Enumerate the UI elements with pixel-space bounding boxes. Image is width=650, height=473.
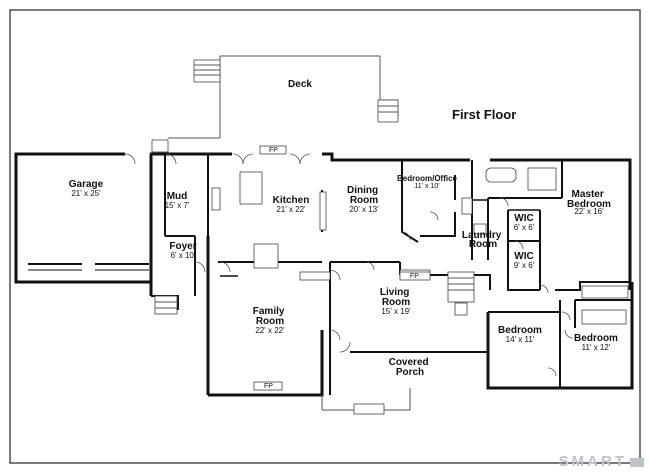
bedroom2-label: Bedroom (498, 325, 542, 336)
wic1-size: 6' x 6' (514, 223, 535, 232)
garage-size: 21' x 25' (71, 189, 101, 198)
floor-title: First Floor (452, 107, 516, 122)
bedroom-office-size: 11' x 10' (414, 183, 439, 190)
kitchen-label: Kitchen (273, 195, 310, 206)
living-label: Living Room (380, 287, 412, 308)
living-size: 15' x 19' (381, 307, 411, 316)
foyer-size: 6' x 10' (171, 251, 196, 260)
wic2-size: 9' x 6' (514, 261, 535, 270)
bedroom2-size: 14' x 11' (506, 335, 535, 344)
dining-label: Dining Room (347, 185, 381, 206)
porch-label: Covered Porch (389, 357, 432, 378)
bedroom3-size: 11' x 12' (582, 343, 611, 352)
brand-text: SMART (558, 453, 627, 470)
laundry-label: Laundry Room (462, 230, 504, 250)
master-label: Master Bedroom (567, 189, 611, 210)
brand-logo-icon (630, 457, 644, 467)
fireplaces: FP FP FP (253, 145, 431, 391)
doors (124, 153, 574, 377)
foyer-label: Foyer (169, 241, 196, 252)
mud-size: 15' x 7' (165, 201, 190, 210)
kitchen-size: 21' x 22' (276, 205, 306, 214)
svg-text:FP: FP (410, 273, 419, 280)
room-labels: Deck Garage 21' x 25' Mud 15' x 7' Foyer… (69, 79, 618, 378)
svg-text:FP: FP (269, 147, 278, 154)
mud-label: Mud (167, 191, 188, 202)
bedroom3-label: Bedroom (574, 333, 618, 344)
svg-text:FP: FP (264, 383, 273, 390)
walls (14, 152, 634, 411)
kitchen-island (239, 171, 263, 205)
bedroom-office-label: Bedroom/Office (397, 174, 458, 183)
page-border (9, 9, 641, 464)
dining-size: 20' x 13' (349, 205, 379, 214)
deck (151, 55, 399, 153)
brand-watermark: SMART (559, 453, 644, 470)
family-size: 22' x 22' (255, 326, 285, 335)
family-label: Family Room (253, 306, 287, 327)
master-size: 22' x 16' (574, 207, 604, 216)
garage-label: Garage (69, 179, 104, 190)
deck-label: Deck (288, 79, 312, 90)
wic2-label: WIC (514, 251, 533, 262)
kitchen-island-2 (253, 243, 279, 269)
wic1-label: WIC (514, 213, 533, 224)
